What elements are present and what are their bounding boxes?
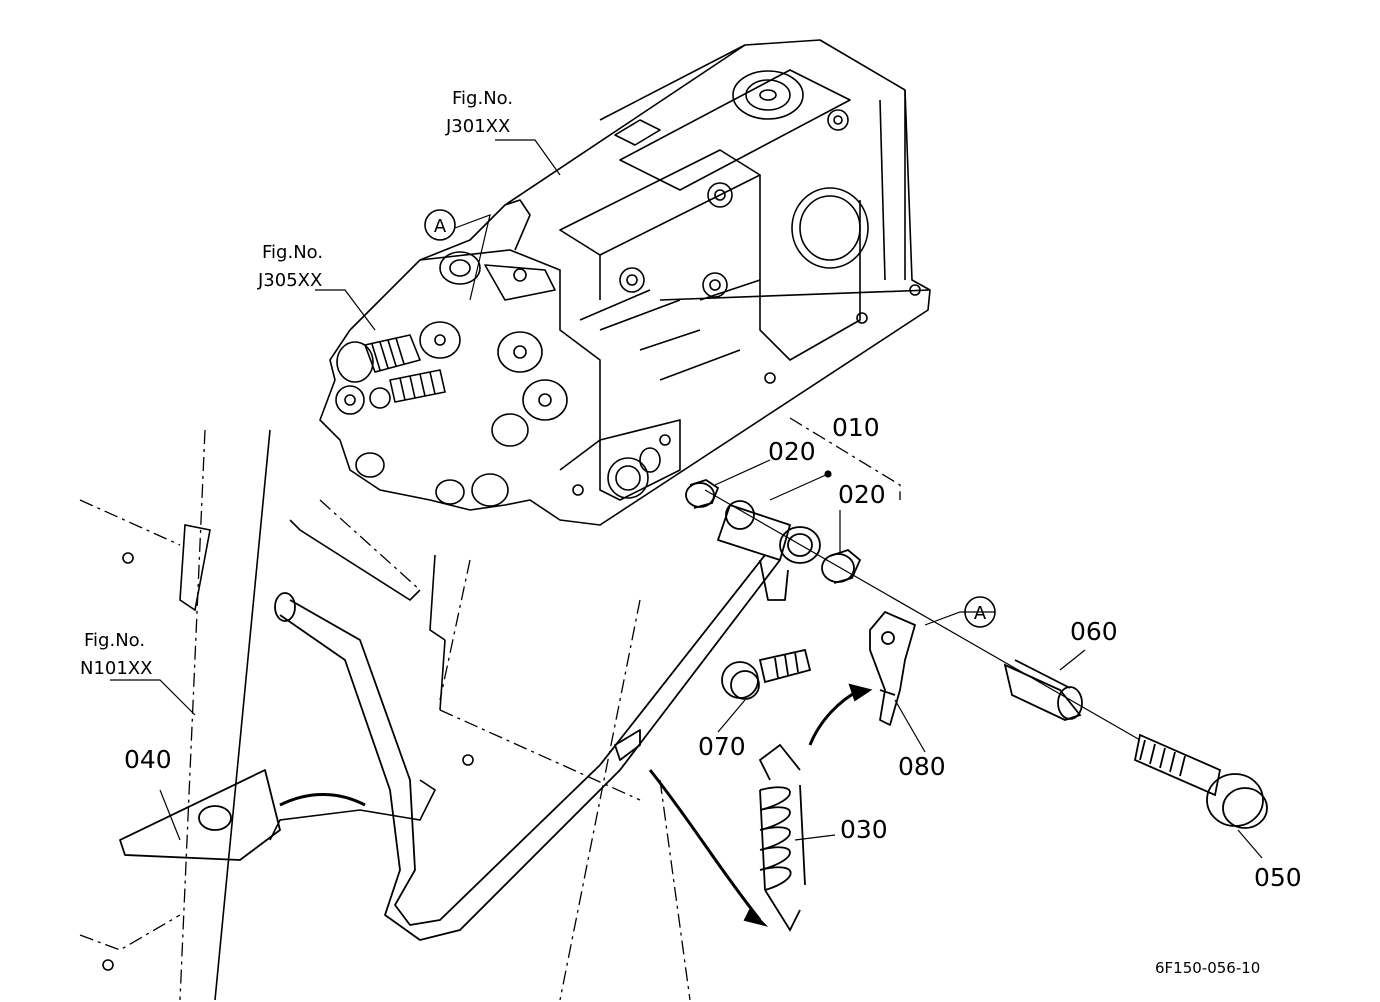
collar-060 (1003, 659, 1083, 721)
part-label-030: 030 (840, 815, 888, 844)
figure-ref-code: J305XX (257, 270, 322, 291)
part-label-070: 070 (698, 732, 746, 761)
callout-a-right: A (964, 596, 996, 628)
bracket-080 (869, 611, 916, 726)
housing-assembly (319, 39, 931, 526)
figure-ref-n101: Fig.No. N101XX (80, 630, 152, 679)
part-label-020-lower: 020 (838, 480, 886, 509)
callout-a-top: A (424, 209, 456, 241)
spring-030 (758, 743, 806, 932)
lever-010 (274, 500, 821, 941)
bolt-070 (721, 648, 812, 700)
figure-ref-label: Fig.No. (452, 88, 513, 109)
figure-ref-code: N101XX (80, 658, 152, 679)
figure-ref-label: Fig.No. (262, 242, 323, 263)
part-label-020-upper: 020 (768, 437, 816, 466)
assembly-axis (704, 470, 1141, 741)
figure-ref-code: J301XX (445, 116, 510, 137)
callout-a-text: A (434, 216, 447, 237)
bushing-020 (685, 479, 862, 584)
assembly-arrows (279, 683, 873, 927)
drawing-code: 6F150-056-10 (1155, 959, 1260, 977)
part-label-080: 080 (898, 752, 946, 781)
plate-040 (119, 769, 281, 861)
figure-ref-j301: Fig.No. J301XX (445, 88, 513, 137)
bolt-050 (1133, 733, 1268, 829)
leader-lines (110, 139, 1263, 859)
figure-ref-j305: Fig.No. J305XX (257, 242, 323, 291)
figure-ref-label: Fig.No. (84, 630, 145, 651)
frame-plate-solid (102, 429, 474, 1001)
part-label-040: 040 (124, 745, 172, 774)
part-label-010: 010 (832, 413, 880, 442)
frame-plate (79, 417, 901, 1001)
part-label-050: 050 (1254, 863, 1302, 892)
part-label-060: 060 (1070, 617, 1118, 646)
callout-a-text: A (974, 603, 987, 624)
